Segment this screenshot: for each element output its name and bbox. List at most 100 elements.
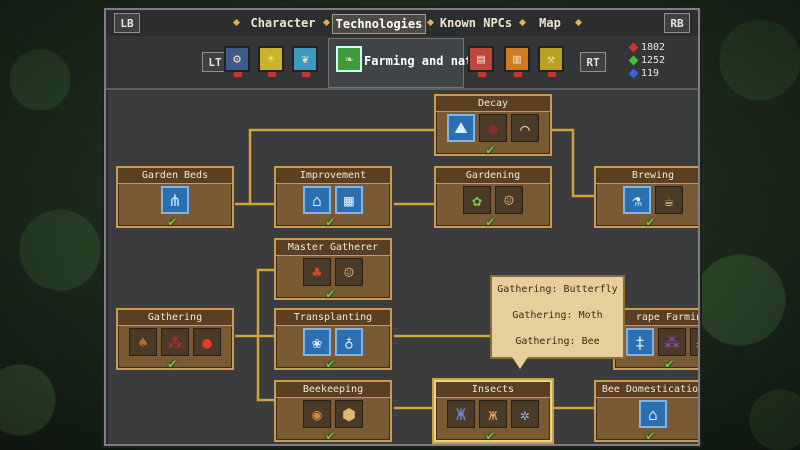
category-scroll-icon[interactable]: ▥: [504, 46, 530, 77]
tab-separator-icon: [426, 18, 435, 27]
tooltip-pointer: [512, 357, 528, 369]
tech-node-insects[interactable]: Insects Ж ж ✲ ✔: [434, 380, 552, 444]
tech-node-master-gatherer[interactable]: Master Gatherer ♣ ☺ ✔: [274, 238, 392, 302]
node-title: Brewing: [596, 168, 698, 184]
check-icon: ✔: [486, 428, 495, 444]
check-icon: ✔: [646, 428, 655, 444]
blueprint-tree-icon: ❀: [303, 328, 331, 356]
rb-button[interactable]: RB: [664, 13, 690, 33]
grapes-icon: ⁂: [658, 328, 686, 356]
check-icon: ✔: [168, 214, 177, 230]
check-icon: ✔: [326, 356, 335, 372]
node-title: Decay: [436, 96, 550, 112]
butterfly-icon: Ж: [447, 400, 475, 428]
tooltip-line: Gathering: Bee: [515, 336, 600, 347]
lt-button[interactable]: LT: [202, 52, 228, 72]
tech-node-gardening[interactable]: Gardening ✿ ☺ ✔: [434, 166, 552, 230]
node-title: Insects: [436, 382, 550, 398]
tech-node-brewing[interactable]: Brewing ⚗ ☕ ✔: [594, 166, 698, 230]
blueprint-grass-icon: ⋔: [161, 186, 189, 214]
red-gem-icon: [628, 42, 639, 53]
check-icon: ✔: [665, 356, 674, 372]
top-tab-bar: LB Character Technologies Known NPCs Map…: [106, 10, 698, 38]
moth-icon: ж: [479, 400, 507, 428]
resource-red-value: 1802: [641, 42, 666, 53]
bone-icon: ⌒: [511, 114, 539, 142]
check-icon: ✔: [486, 214, 495, 230]
bee-icon: ✲: [511, 400, 539, 428]
blueprint-beehive-icon: ⌂: [639, 400, 667, 428]
mug-icon: ☕: [655, 186, 683, 214]
node-title: Garden Beds: [118, 168, 232, 184]
blueprint-still-icon: ⚗: [623, 186, 651, 214]
category-row: LT ⚙ ☀ ❦ ❧ Farming and nature ▤ ▥ ⚒ RT 1…: [106, 36, 698, 90]
tab-technologies[interactable]: Technologies: [332, 14, 426, 34]
seed-book-icon: ✿: [463, 186, 491, 214]
category-gear-icon[interactable]: ⚙: [224, 46, 250, 77]
node-title: Gathering: [118, 310, 232, 326]
node-title: Improvement: [276, 168, 390, 184]
resource-red: 1802: [628, 42, 666, 53]
tech-node-bee-domestication[interactable]: Bee Domestication ⌂ ✔: [594, 380, 698, 444]
resource-blue-value: 119: [641, 68, 660, 79]
tab-map[interactable]: Map: [539, 16, 561, 30]
apple-icon: ●: [193, 328, 221, 356]
tooltip-line: Gathering: Moth: [512, 310, 603, 321]
blueprint-shelter-icon: ⌂: [303, 186, 331, 214]
resource-blue: 119: [628, 68, 660, 79]
berries-icon: ●: [479, 114, 507, 142]
check-icon: ✔: [486, 142, 495, 158]
resource-green: 1252: [628, 55, 666, 66]
category-leaf-icon[interactable]: ❧: [336, 46, 362, 72]
tech-node-improvement[interactable]: Improvement ⌂ ▦ ✔: [274, 166, 392, 230]
berries-icon: ⁂: [161, 328, 189, 356]
honeycomb-icon: ⬢: [335, 400, 363, 428]
tab-separator-icon: [232, 18, 241, 27]
tech-node-garden-beds[interactable]: Garden Beds ⋔ ✔: [116, 166, 234, 230]
tab-separator-icon: [518, 18, 527, 27]
lb-button[interactable]: LB: [114, 13, 140, 33]
blueprint-bed-icon: ▦: [335, 186, 363, 214]
insects-tooltip: Gathering: Butterfly Gathering: Moth Gat…: [490, 275, 625, 369]
category-label: Farming and nature: [364, 54, 495, 68]
green-grapes-icon: ⁂: [690, 328, 698, 356]
category-book-icon[interactable]: ▤: [468, 46, 494, 77]
honey-pot-icon: ◉: [303, 400, 331, 428]
rt-button[interactable]: RT: [580, 52, 606, 72]
gardener-icon: ☺: [495, 186, 523, 214]
tab-separator-icon: [574, 18, 583, 27]
mushroom-icon: ♣: [303, 258, 331, 286]
node-title: rape Farming: [615, 310, 698, 326]
mushroom-icon: ♠: [129, 328, 157, 356]
node-title: Beekeeping: [276, 382, 390, 398]
technologies-panel: LB Character Technologies Known NPCs Map…: [104, 8, 700, 446]
check-icon: ✔: [326, 428, 335, 444]
tech-node-decay[interactable]: Decay ⛰ ● ⌒ ✔: [434, 94, 552, 158]
node-title: Transplanting: [276, 310, 390, 326]
tech-node-grape-farming[interactable]: rape Farming ‡ ⁂ ⁂ ✔: [613, 308, 698, 372]
gatherer-icon: ☺: [335, 258, 363, 286]
tech-node-gathering[interactable]: Gathering ♠ ⁂ ● ✔: [116, 308, 234, 372]
category-tools-icon[interactable]: ⚒: [538, 46, 564, 77]
green-gem-icon: [628, 55, 639, 66]
tech-tree[interactable]: Decay ⛰ ● ⌒ ✔ Garden Beds ⋔ ✔ Improvemen…: [108, 90, 698, 444]
node-title: Bee Domestication: [596, 382, 698, 398]
node-title: Master Gatherer: [276, 240, 390, 256]
tab-character[interactable]: Character: [250, 16, 316, 30]
category-feather-icon[interactable]: ❦: [292, 46, 318, 77]
blueprint-trellis-icon: ‡: [626, 328, 654, 356]
tooltip-line: Gathering: Butterfly: [497, 284, 618, 295]
check-icon: ✔: [326, 286, 335, 302]
category-sun-icon[interactable]: ☀: [258, 46, 284, 77]
check-icon: ✔: [326, 214, 335, 230]
blueprint-icon: ⛰: [447, 114, 475, 142]
resource-green-value: 1252: [641, 55, 666, 66]
blueprint-pot-icon: ♁: [335, 328, 363, 356]
tab-known-npcs[interactable]: Known NPCs: [439, 16, 513, 30]
check-icon: ✔: [168, 356, 177, 372]
tech-node-beekeeping[interactable]: Beekeeping ◉ ⬢ ✔: [274, 380, 392, 444]
check-icon: ✔: [646, 214, 655, 230]
tech-node-transplanting[interactable]: Transplanting ❀ ♁ ✔: [274, 308, 392, 372]
node-title: Gardening: [436, 168, 550, 184]
blue-gem-icon: [628, 68, 639, 79]
